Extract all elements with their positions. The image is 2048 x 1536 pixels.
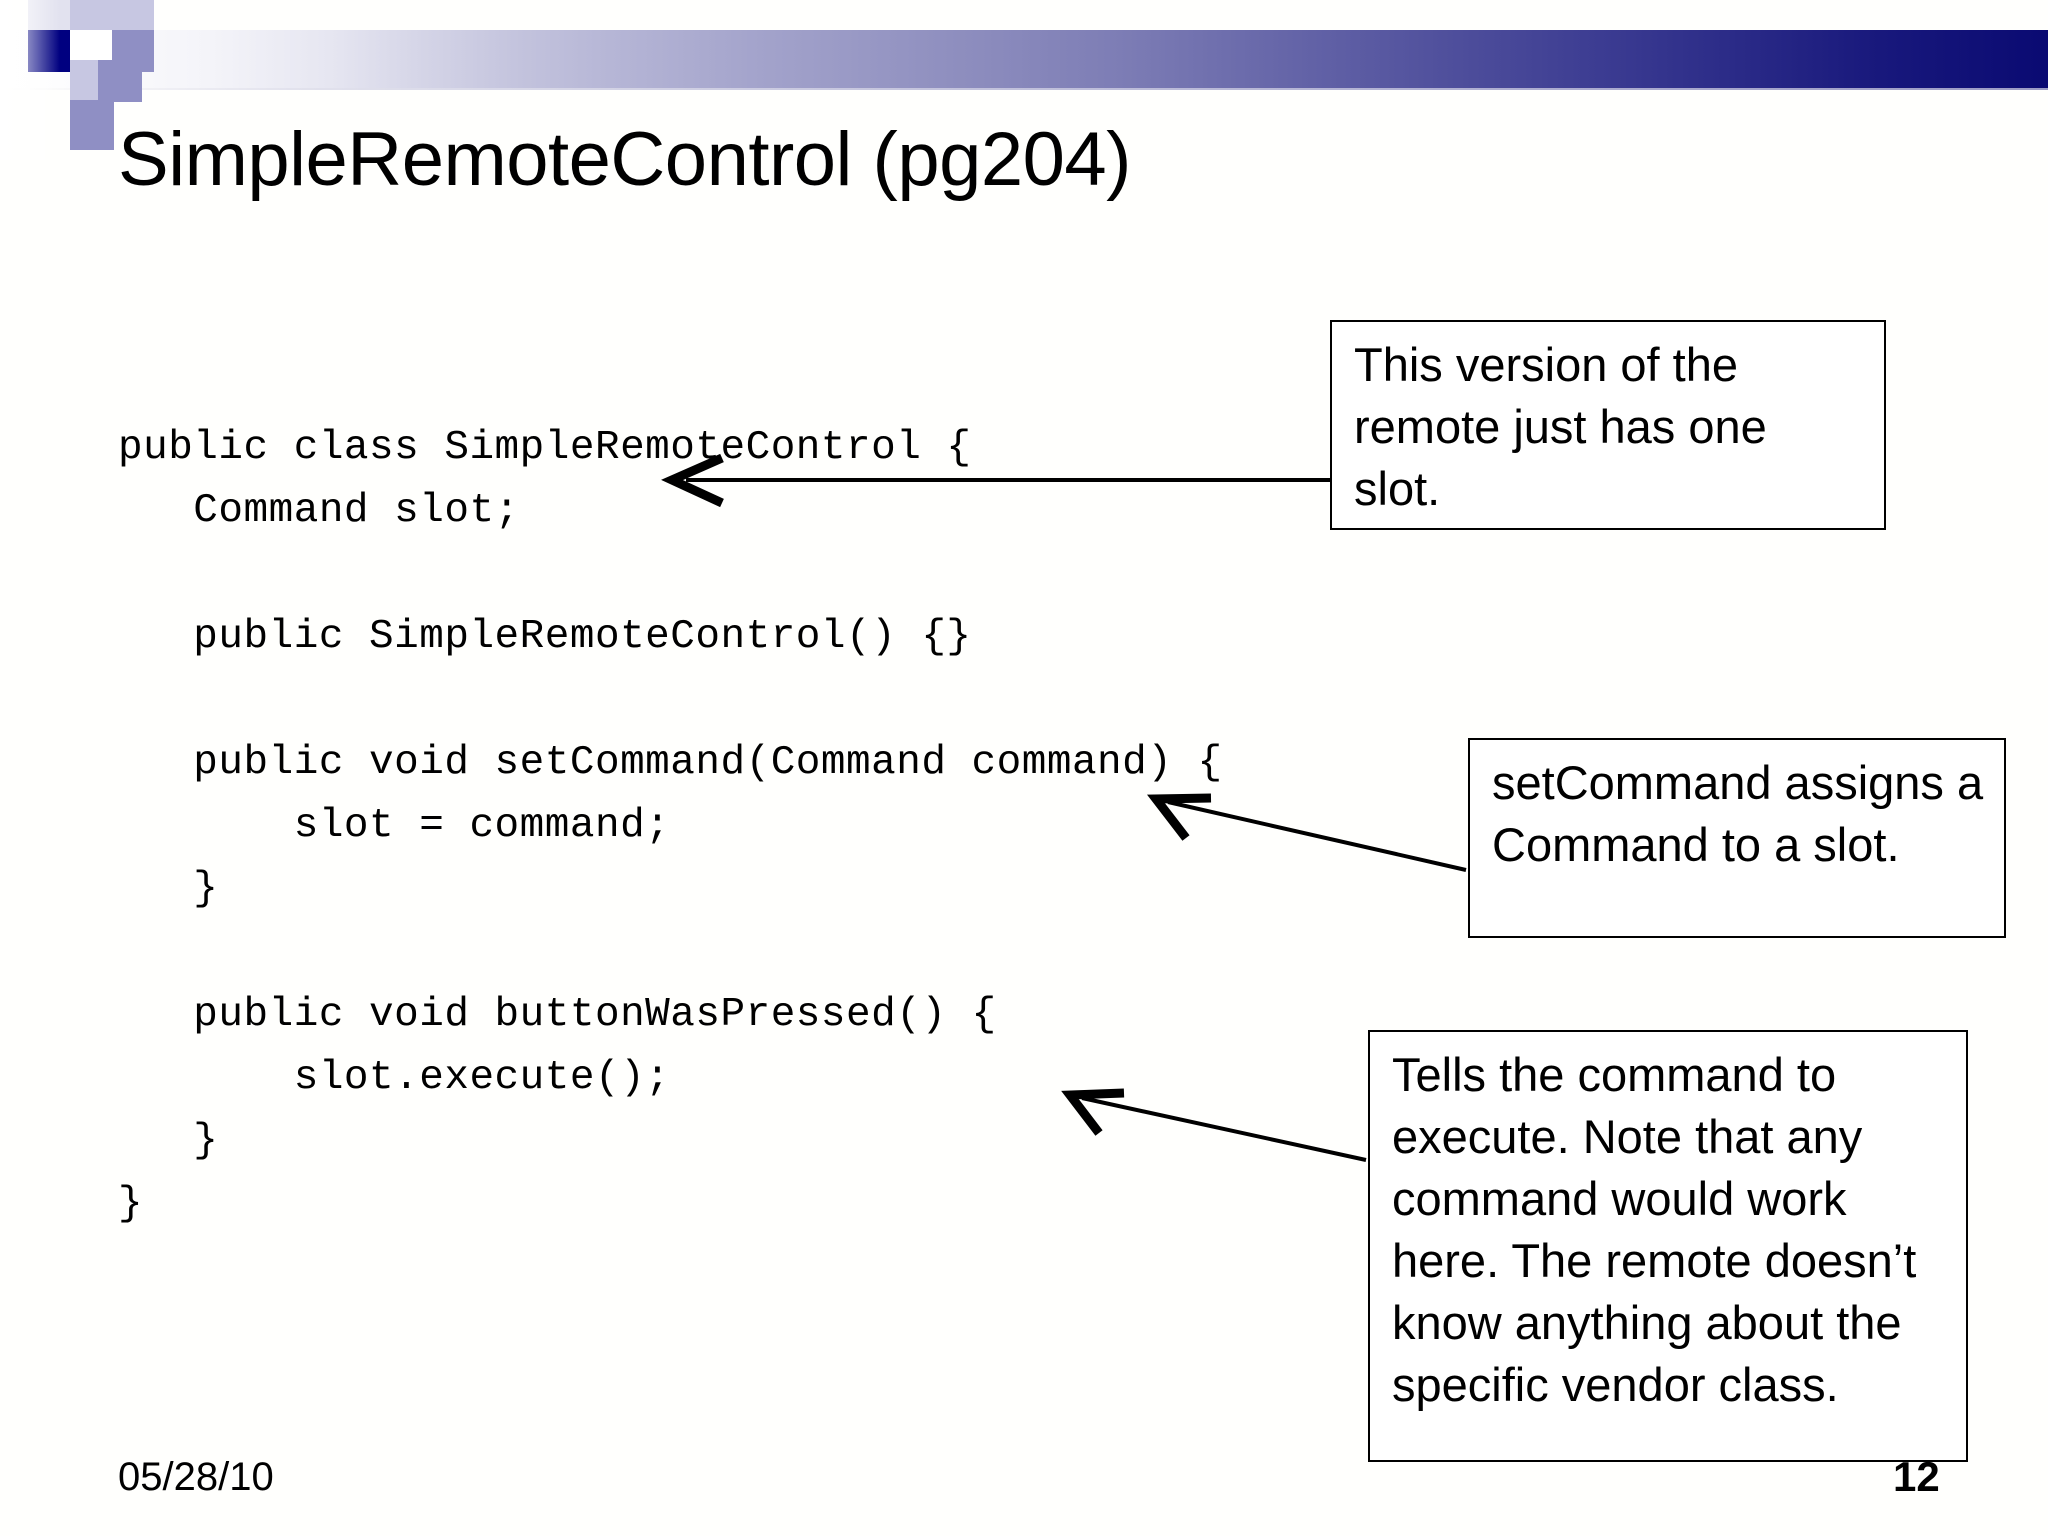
callout-one-slot: This version of the remote just has one … <box>1330 320 1886 530</box>
deco-square-mid-2 <box>98 60 142 102</box>
header-left-fade <box>0 0 60 160</box>
callout-set-command: setCommand assigns a Command to a slot. <box>1468 738 2006 938</box>
code-listing: public class SimpleRemoteControl { Comma… <box>118 425 1223 1227</box>
callout-execute: Tells the command to execute. Note that … <box>1368 1030 1968 1462</box>
deco-square-mid-3 <box>70 100 114 150</box>
header-gradient-bar <box>0 30 2048 88</box>
footer-page-number: 12 <box>1893 1453 1940 1500</box>
header-gradient-bar-edge <box>0 88 2048 90</box>
footer-date: 05/28/10 <box>118 1455 274 1499</box>
page-title: SimpleRemoteControl (pg204) <box>118 117 1131 202</box>
